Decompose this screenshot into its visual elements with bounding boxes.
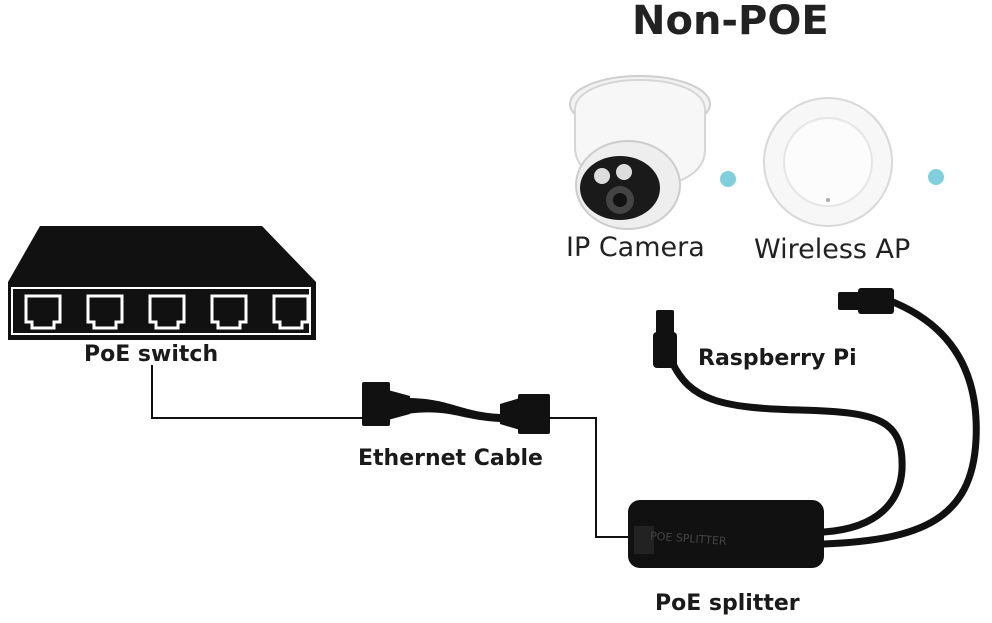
dc-plug-icon <box>653 310 677 368</box>
svg-text:POE SPLITTER: POE SPLITTER <box>650 530 728 548</box>
splitter-cables <box>668 296 980 548</box>
raspberry-pi-label: Raspberry Pi <box>698 346 857 371</box>
ethernet-cable-icon <box>362 382 550 434</box>
page-title: Non-POE <box>632 0 829 44</box>
poe-switch-label: PoE switch <box>84 342 219 367</box>
poe-splitter-label: PoE splitter <box>655 591 800 616</box>
ap-link-dot <box>928 169 944 185</box>
rj45-plug-icon <box>838 288 894 314</box>
ip-camera-label: IP Camera <box>566 232 705 263</box>
ip-camera-icon <box>569 75 711 230</box>
poe-splitter-icon: POE SPLITTER <box>628 500 824 568</box>
poe-switch-icon <box>8 226 316 340</box>
ethernet-cable-line <box>151 365 634 538</box>
camera-link-dot <box>720 171 736 187</box>
wireless-ap-icon <box>763 97 893 227</box>
wireless-ap-label: Wireless AP <box>754 234 911 265</box>
ethernet-cable-label: Ethernet Cable <box>358 446 543 471</box>
